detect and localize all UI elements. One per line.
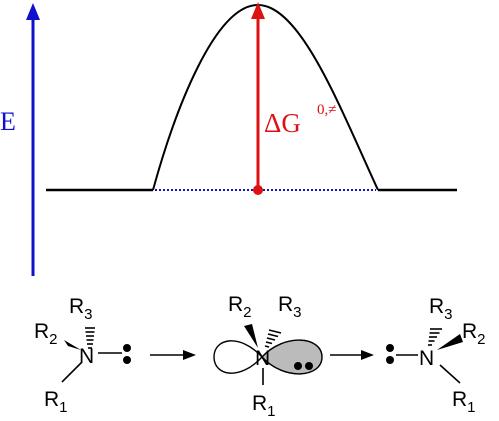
reaction-arrow-1	[150, 350, 196, 360]
hashed-bond-right-r3	[428, 328, 442, 346]
wedge-bond-ts-r2	[244, 324, 258, 348]
barrier-height-arrowhead	[251, 2, 265, 19]
substituent-left-r3: R3	[69, 295, 93, 323]
energy-profile: E ΔG 0,≠	[0, 2, 457, 276]
substituent-ts-r2: R2	[228, 293, 252, 321]
barrier-label-superscript: 0,≠	[317, 102, 336, 118]
right-lone-pair-dot-top	[386, 344, 394, 352]
lone-pair-dot-top	[123, 344, 131, 352]
substituent-left-r2: R2	[34, 320, 58, 348]
substituent-ts-r3: R3	[278, 293, 302, 321]
energy-axis-arrowhead	[26, 3, 40, 20]
right-lone-pair-dot-bottom	[386, 356, 394, 364]
atom-right-n: N	[419, 347, 434, 370]
substituent-right-r2: R2	[462, 320, 486, 348]
p-orbital-right-lobe	[261, 339, 323, 375]
barrier-curve	[152, 3, 379, 191]
substituent-right-r3: R3	[429, 295, 453, 323]
bond-left-r1	[61, 361, 83, 383]
hashed-bond-left-r3	[85, 327, 95, 349]
substituent-left-r1: R1	[44, 388, 68, 416]
energy-axis-label: E	[0, 107, 16, 136]
wedge-bond-left-r2	[64, 340, 81, 350]
ts-lone-pair-dot-right	[305, 362, 313, 370]
molecule-left: N R3 R2 R1	[34, 295, 131, 416]
substituent-ts-r1: R1	[252, 392, 276, 420]
barrier-label-main: ΔG	[264, 108, 301, 138]
hashed-bond-ts-r3	[264, 329, 282, 348]
barrier-label: ΔG	[264, 108, 301, 138]
ts-lone-pair-dot-left	[294, 362, 302, 370]
reaction-arrow-2	[330, 350, 374, 360]
p-orbital-left-lobe	[213, 340, 263, 374]
barrier-base-dot	[253, 185, 263, 195]
atom-left-n: N	[79, 345, 94, 368]
bond-right-r1	[439, 364, 461, 384]
molecule-right: N R3 R2 R1	[386, 295, 486, 416]
substituent-right-r1: R1	[452, 388, 476, 416]
atom-ts-n: N	[255, 347, 270, 370]
lone-pair-dot-bottom	[123, 356, 131, 364]
molecule-transition-state: N R2 R3 R1	[213, 293, 323, 420]
wedge-bond-right-r2	[437, 334, 463, 350]
